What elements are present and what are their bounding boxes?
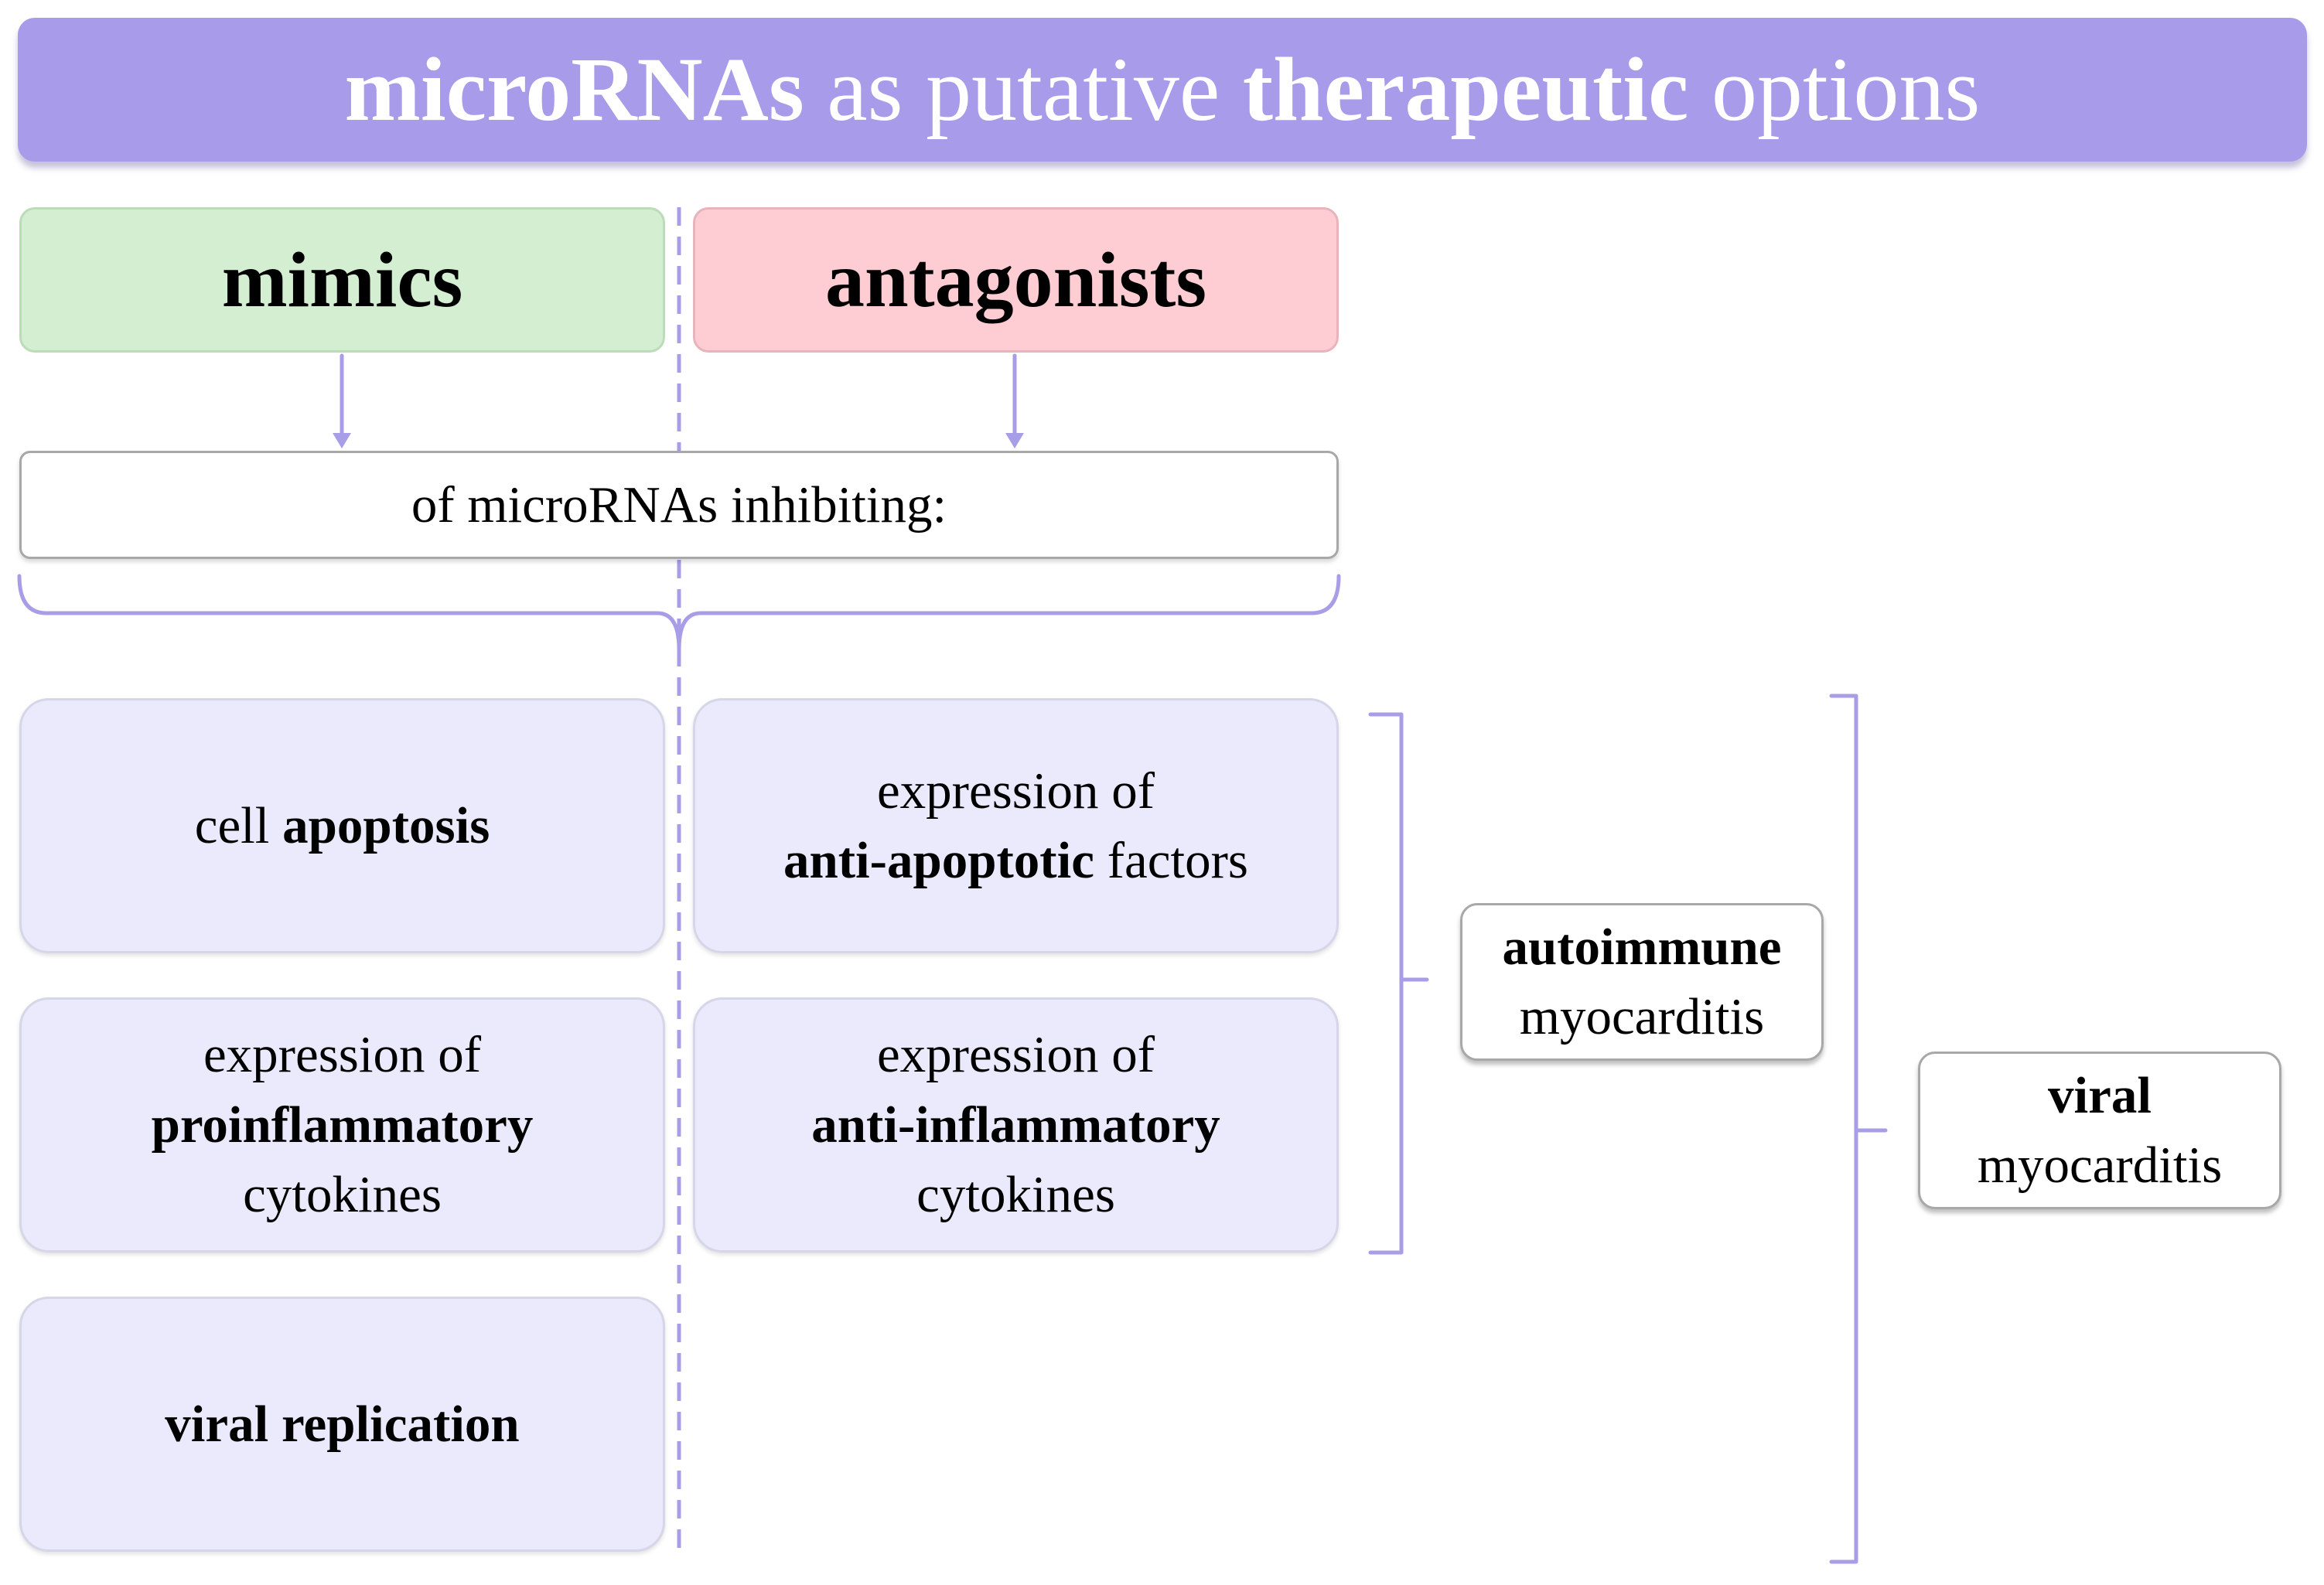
outcome-viral-myocarditis: viral myocarditis bbox=[1918, 1052, 2281, 1209]
target-line-1: expression of bbox=[876, 1026, 1155, 1084]
viral-brace bbox=[1829, 694, 1888, 1564]
target-line: cell apoptosis bbox=[195, 791, 490, 861]
target-line-2: proinflammatory bbox=[151, 1096, 534, 1154]
mimics-label: mimics bbox=[221, 236, 463, 324]
target-line-3: cytokines bbox=[243, 1166, 442, 1224]
subtitle-brace bbox=[17, 574, 1341, 652]
outcome-bold: autoimmune bbox=[1502, 918, 1782, 976]
subtitle-text: of microRNAs inhibiting: bbox=[411, 476, 947, 533]
target-proinflammatory-cytokines: expression of proinflammatory cytokines bbox=[19, 997, 665, 1253]
antagonists-box: antagonists bbox=[693, 207, 1339, 353]
target-line-1: expression of bbox=[203, 1026, 482, 1084]
target-viral-replication: viral replication bbox=[19, 1297, 665, 1552]
antagonists-label: antagonists bbox=[824, 236, 1207, 324]
target-line-1: expression of bbox=[876, 762, 1155, 820]
target-plain: cell bbox=[194, 796, 283, 854]
outcome-bold: viral bbox=[2048, 1066, 2152, 1124]
banner-word-options: options bbox=[1688, 39, 1981, 140]
target-bold: apoptosis bbox=[282, 796, 490, 854]
target-line: viral replication bbox=[165, 1395, 520, 1453]
banner-word-therapeutic: therapeutic bbox=[1242, 39, 1689, 140]
outcome-autoimmune-myocarditis: autoimmune myocarditis bbox=[1460, 903, 1824, 1061]
target-line-2: anti-apoptotic factors bbox=[783, 826, 1248, 895]
subtitle-box: of microRNAs inhibiting: bbox=[19, 451, 1339, 559]
banner-word-micrornas: microRNAs bbox=[344, 39, 804, 140]
banner-title: microRNAs as putative therapeutic option… bbox=[345, 44, 1981, 135]
target-anti-inflammatory-cytokines: expression of anti-inflammatory cytokine… bbox=[693, 997, 1339, 1253]
outcome-plain: myocarditis bbox=[1977, 1137, 2223, 1194]
mimics-box: mimics bbox=[19, 207, 665, 353]
banner-word-as-putative: as putative bbox=[804, 39, 1243, 140]
target-line-3: cytokines bbox=[916, 1166, 1115, 1224]
outcome-plain: myocarditis bbox=[1519, 988, 1765, 1045]
target-anti-apoptotic-factors: expression of anti-apoptotic factors bbox=[693, 698, 1339, 953]
target-cell-apoptosis: cell apoptosis bbox=[19, 698, 665, 953]
antagonists-arrow-head bbox=[1005, 433, 1024, 448]
target-plain: factors bbox=[1094, 832, 1249, 889]
mimics-arrow-head bbox=[333, 433, 351, 448]
autoimmune-brace bbox=[1368, 712, 1429, 1255]
target-line-2: anti-inflammatory bbox=[811, 1096, 1220, 1154]
title-banner: microRNAs as putative therapeutic option… bbox=[18, 18, 2307, 162]
target-bold: anti-apoptotic bbox=[783, 832, 1094, 889]
